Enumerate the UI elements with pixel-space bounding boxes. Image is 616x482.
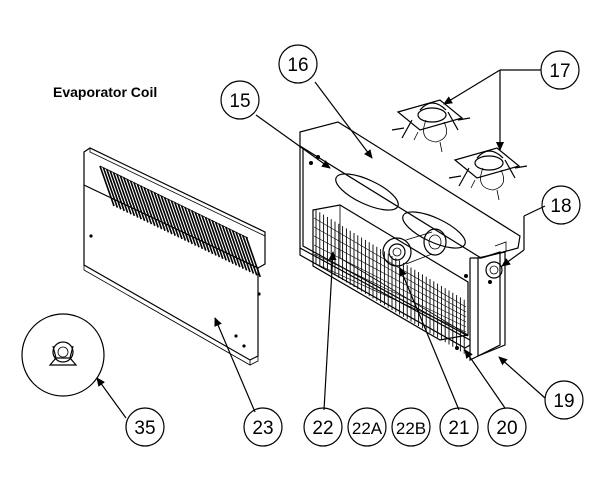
callout-22A: 22A — [347, 407, 387, 447]
svg-text:16: 16 — [287, 55, 308, 76]
grille-slots — [99, 165, 261, 278]
callout-19: 19 — [544, 380, 584, 420]
callout-21: 21 — [439, 407, 479, 447]
callout-16: 16 — [278, 44, 318, 84]
evaporator-housing — [299, 121, 521, 361]
evaporator-coil-block — [312, 204, 469, 354]
svg-text:22: 22 — [312, 418, 333, 439]
svg-text:18: 18 — [550, 196, 571, 217]
coil-fins — [313, 210, 467, 354]
callout-17: 17 — [540, 50, 580, 90]
diagram-title: Evaporator Coil — [53, 84, 158, 100]
side-fitting — [485, 261, 503, 279]
fan-motor-2 — [448, 147, 528, 201]
drain-fitting — [382, 228, 447, 267]
callout-22: 22 — [303, 407, 343, 447]
callout-20: 20 — [487, 407, 527, 447]
svg-text:15: 15 — [229, 91, 250, 112]
callout-23: 23 — [243, 407, 283, 447]
callout-15: 15 — [220, 80, 260, 120]
svg-text:19: 19 — [553, 391, 574, 412]
callout-22B: 22B — [391, 407, 431, 447]
callout-35: 35 — [125, 407, 165, 447]
fan-motor-1 — [391, 99, 471, 153]
leader-lines — [96, 69, 546, 419]
svg-text:35: 35 — [134, 418, 155, 439]
svg-text:22B: 22B — [396, 419, 426, 438]
front-grille-panel — [83, 147, 266, 366]
svg-text:20: 20 — [496, 418, 517, 439]
svg-text:17: 17 — [549, 61, 570, 82]
svg-text:21: 21 — [448, 418, 469, 439]
svg-text:23: 23 — [252, 418, 273, 439]
svg-text:22A: 22A — [352, 419, 383, 438]
callout-18: 18 — [541, 185, 581, 225]
part-35-inset — [21, 313, 105, 397]
